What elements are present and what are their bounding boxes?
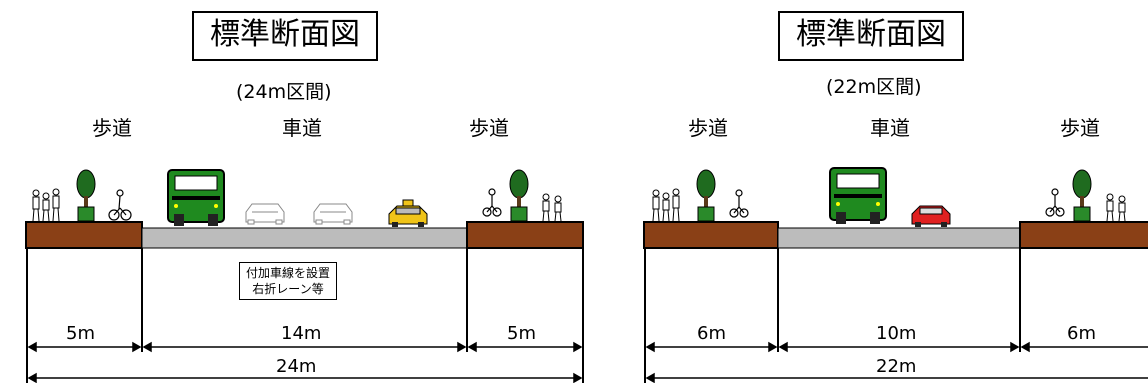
dimension-arrow bbox=[645, 341, 1148, 383]
section-title: 標準断面図 bbox=[192, 11, 378, 61]
tree-icon bbox=[76, 169, 96, 222]
car-icon bbox=[911, 205, 951, 227]
pedestrian-icon bbox=[32, 188, 60, 222]
note-line: 付加車線を設置 bbox=[246, 266, 331, 280]
tree-icon bbox=[509, 169, 529, 222]
width-total: 22m bbox=[876, 356, 917, 377]
section-subtitle: (22m区間) bbox=[826, 76, 922, 98]
section-title: 標準断面図 bbox=[778, 11, 964, 61]
header-roadway: 車道 bbox=[282, 116, 322, 140]
cross-section-panel-22m: 標準断面図 (22m区間) 歩道 車道 歩道 6m 10m 6m 22m bbox=[600, 0, 1148, 383]
width-total: 24m bbox=[276, 356, 317, 377]
cyclist-icon bbox=[482, 188, 502, 217]
tree-icon bbox=[696, 169, 716, 222]
bus-icon bbox=[167, 169, 225, 226]
cyclist-icon bbox=[1045, 188, 1065, 217]
cross-section-drawing bbox=[643, 167, 1148, 383]
pedestrian-icon bbox=[652, 188, 680, 222]
width-left-sidewalk: 6m bbox=[697, 323, 726, 344]
car-outline-icon bbox=[245, 203, 285, 225]
cyclist-icon bbox=[729, 189, 749, 218]
section-subtitle: (24m区間) bbox=[236, 81, 332, 103]
right-sidewalk-band bbox=[1019, 221, 1148, 249]
width-right-sidewalk: 5m bbox=[507, 323, 536, 344]
right-sidewalk-band bbox=[466, 221, 584, 249]
bus-icon bbox=[829, 167, 887, 224]
cross-section-panel-24m: 標準断面図 (24m区間) 歩道 車道 歩道 付加車線を設置 右折レーン等 5m… bbox=[25, 11, 584, 383]
roadway-band bbox=[141, 227, 468, 249]
pedestrian-icon bbox=[542, 193, 562, 222]
cyclist-icon bbox=[108, 189, 132, 221]
note-line: 右折レーン等 bbox=[252, 282, 324, 296]
tree-icon bbox=[1072, 169, 1092, 222]
roadway-band bbox=[777, 227, 1021, 249]
pedestrian-icon bbox=[1106, 193, 1126, 222]
width-right-sidewalk: 6m bbox=[1067, 323, 1096, 344]
additional-lane-note: 付加車線を設置 右折レーン等 bbox=[239, 262, 338, 300]
width-left-sidewalk: 5m bbox=[66, 323, 95, 344]
header-right-sidewalk: 歩道 bbox=[1060, 116, 1100, 140]
header-right-sidewalk: 歩道 bbox=[469, 116, 509, 140]
header-left-sidewalk: 歩道 bbox=[688, 116, 728, 140]
left-sidewalk-band bbox=[25, 221, 143, 249]
taxi-icon bbox=[388, 199, 428, 227]
width-roadway: 14m bbox=[281, 323, 322, 344]
dimension-arrow bbox=[27, 341, 583, 383]
left-sidewalk-band bbox=[643, 221, 779, 249]
car-outline-icon bbox=[313, 203, 353, 225]
header-left-sidewalk: 歩道 bbox=[92, 116, 132, 140]
header-roadway: 車道 bbox=[870, 116, 910, 140]
width-roadway: 10m bbox=[876, 323, 917, 344]
cross-section-drawing bbox=[25, 169, 584, 383]
